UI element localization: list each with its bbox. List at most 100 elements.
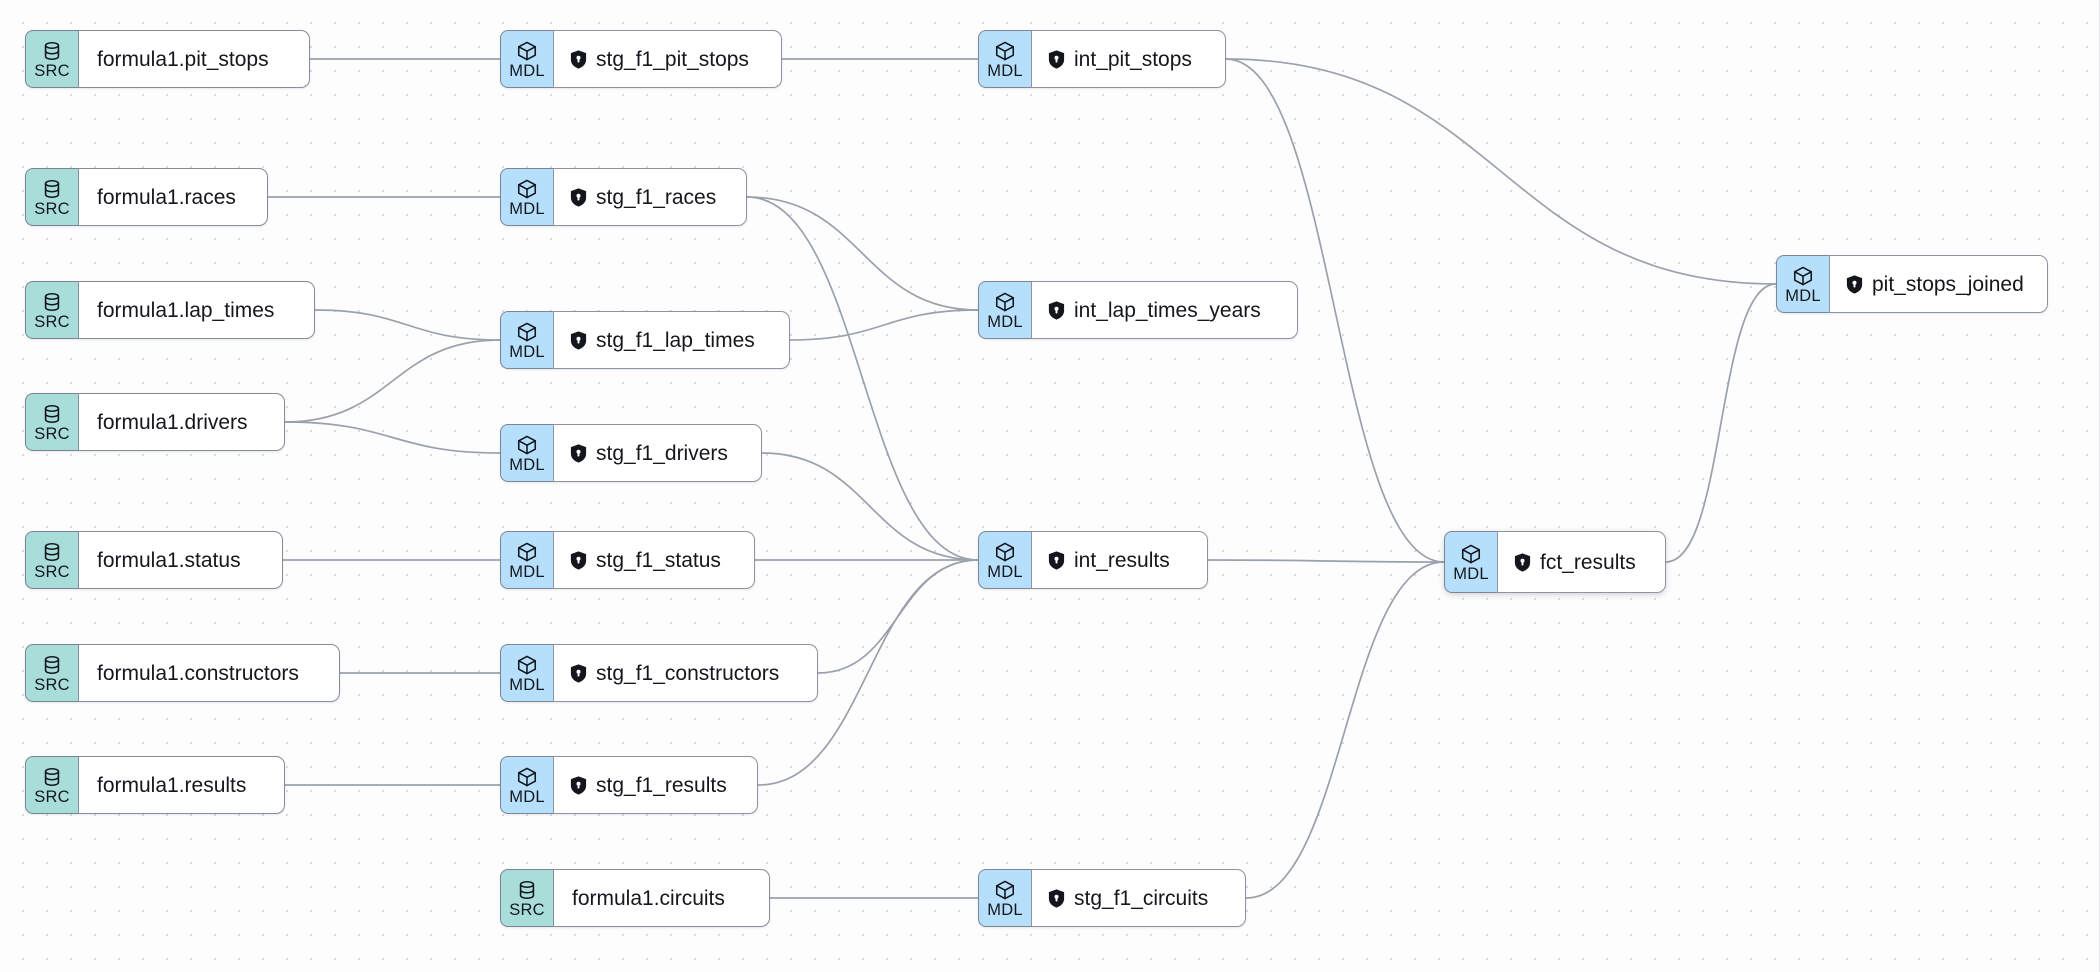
graph-node-stg_circuits[interactable]: MDL stg_f1_circuits — [978, 869, 1246, 927]
cube-icon — [516, 766, 538, 788]
shield-lock-icon — [1514, 552, 1531, 572]
database-cylinder-icon — [41, 403, 63, 425]
node-body[interactable]: stg_f1_results — [553, 756, 758, 814]
node-kind-label: SRC — [34, 62, 70, 81]
src-badge: SRC — [25, 756, 78, 814]
shield-lock-icon — [1048, 300, 1065, 320]
shield-lock-icon — [570, 550, 587, 570]
node-kind-label: MDL — [509, 456, 545, 475]
node-body[interactable]: formula1.pit_stops — [78, 30, 310, 88]
node-body[interactable]: int_results — [1031, 531, 1208, 589]
edge-stg_lap_times-to-int_lap_times_years — [789, 309, 979, 341]
node-label: int_results — [1074, 548, 1170, 572]
graph-node-int_results[interactable]: MDL int_results — [978, 531, 1208, 589]
node-body[interactable]: int_lap_times_years — [1031, 281, 1298, 339]
node-kind-label: SRC — [34, 563, 70, 582]
mdl-badge: MDL — [978, 281, 1031, 339]
node-body[interactable]: formula1.races — [78, 168, 268, 226]
node-label: formula1.races — [97, 185, 236, 209]
graph-node-int_pit_stops[interactable]: MDL int_pit_stops — [978, 30, 1226, 88]
node-kind-label: MDL — [509, 200, 545, 219]
shield-lock-icon — [570, 187, 587, 207]
graph-node-src_races[interactable]: SRC formula1.races — [25, 168, 268, 226]
mdl-badge: MDL — [500, 311, 553, 369]
node-body[interactable]: stg_f1_circuits — [1031, 869, 1246, 927]
node-label: pit_stops_joined — [1872, 272, 2024, 296]
node-kind-label: MDL — [987, 901, 1023, 920]
node-body[interactable]: stg_f1_lap_times — [553, 311, 790, 369]
graph-node-stg_drivers[interactable]: MDL stg_f1_drivers — [500, 424, 762, 482]
node-body[interactable]: formula1.drivers — [78, 393, 285, 451]
node-label: stg_f1_results — [596, 773, 727, 797]
cube-icon — [516, 321, 538, 343]
node-body[interactable]: formula1.lap_times — [78, 281, 315, 339]
graph-node-fct_results[interactable]: MDL fct_results — [1444, 531, 1666, 593]
shield-lock-icon — [570, 49, 587, 69]
node-body[interactable]: formula1.status — [78, 531, 283, 589]
node-kind-label: MDL — [1785, 287, 1821, 306]
node-label: formula1.status — [97, 548, 241, 572]
node-body[interactable]: stg_f1_pit_stops — [553, 30, 782, 88]
database-cylinder-icon — [41, 541, 63, 563]
edge-stg_drivers-to-int_results — [761, 452, 979, 561]
node-body[interactable]: formula1.results — [78, 756, 285, 814]
edge-int_pit_stops-to-pit_stops_joined — [1225, 58, 1777, 285]
graph-node-src_pit_stops[interactable]: SRC formula1.pit_stops — [25, 30, 310, 88]
mdl-badge: MDL — [978, 531, 1031, 589]
node-kind-label: SRC — [34, 425, 70, 444]
graph-node-src_status[interactable]: SRC formula1.status — [25, 531, 283, 589]
graph-node-src_results[interactable]: SRC formula1.results — [25, 756, 285, 814]
graph-node-stg_races[interactable]: MDL stg_f1_races — [500, 168, 747, 226]
graph-node-pit_stops_joined[interactable]: MDL pit_stops_joined — [1776, 255, 2048, 313]
node-kind-label: MDL — [509, 563, 545, 582]
cube-icon — [994, 291, 1016, 313]
node-label: stg_f1_drivers — [596, 441, 728, 465]
graph-node-stg_constructors[interactable]: MDL stg_f1_constructors — [500, 644, 818, 702]
node-kind-label: SRC — [509, 901, 545, 920]
mdl-badge: MDL — [500, 424, 553, 482]
graph-node-src_drivers[interactable]: SRC formula1.drivers — [25, 393, 285, 451]
graph-node-src_lap_times[interactable]: SRC formula1.lap_times — [25, 281, 315, 339]
node-label: int_lap_times_years — [1074, 298, 1261, 322]
cube-icon — [994, 40, 1016, 62]
graph-node-src_circuits[interactable]: SRC formula1.circuits — [500, 869, 770, 927]
node-label: stg_f1_status — [596, 548, 721, 572]
cube-icon — [516, 654, 538, 676]
node-body[interactable]: int_pit_stops — [1031, 30, 1226, 88]
node-kind-label: SRC — [34, 200, 70, 219]
src-badge: SRC — [25, 531, 78, 589]
mdl-badge: MDL — [500, 168, 553, 226]
node-body[interactable]: stg_f1_races — [553, 168, 747, 226]
src-badge: SRC — [25, 393, 78, 451]
cube-icon — [1460, 543, 1482, 565]
node-body[interactable]: fct_results — [1497, 531, 1666, 593]
node-kind-label: MDL — [1453, 565, 1489, 584]
node-kind-label: MDL — [509, 676, 545, 695]
graph-node-int_lap_times_years[interactable]: MDL int_lap_times_years — [978, 281, 1298, 339]
database-cylinder-icon — [41, 178, 63, 200]
node-body[interactable]: stg_f1_status — [553, 531, 755, 589]
node-kind-label: SRC — [34, 313, 70, 332]
graph-node-stg_status[interactable]: MDL stg_f1_status — [500, 531, 755, 589]
graph-node-stg_pit_stops[interactable]: MDL stg_f1_pit_stops — [500, 30, 782, 88]
node-body[interactable]: pit_stops_joined — [1829, 255, 2048, 313]
node-body[interactable]: formula1.circuits — [553, 869, 770, 927]
node-body[interactable]: stg_f1_constructors — [553, 644, 818, 702]
node-label: formula1.constructors — [97, 661, 299, 685]
node-label: formula1.results — [97, 773, 247, 797]
edge-stg_circuits-to-fct_results — [1245, 561, 1445, 899]
node-kind-label: MDL — [509, 62, 545, 81]
node-body[interactable]: formula1.constructors — [78, 644, 340, 702]
shield-lock-icon — [570, 443, 587, 463]
shield-lock-icon — [570, 663, 587, 683]
mdl-badge: MDL — [500, 30, 553, 88]
shield-lock-icon — [570, 775, 587, 795]
shield-lock-icon — [1048, 888, 1065, 908]
mdl-badge: MDL — [1444, 531, 1497, 593]
node-kind-label: MDL — [987, 62, 1023, 81]
node-body[interactable]: stg_f1_drivers — [553, 424, 762, 482]
